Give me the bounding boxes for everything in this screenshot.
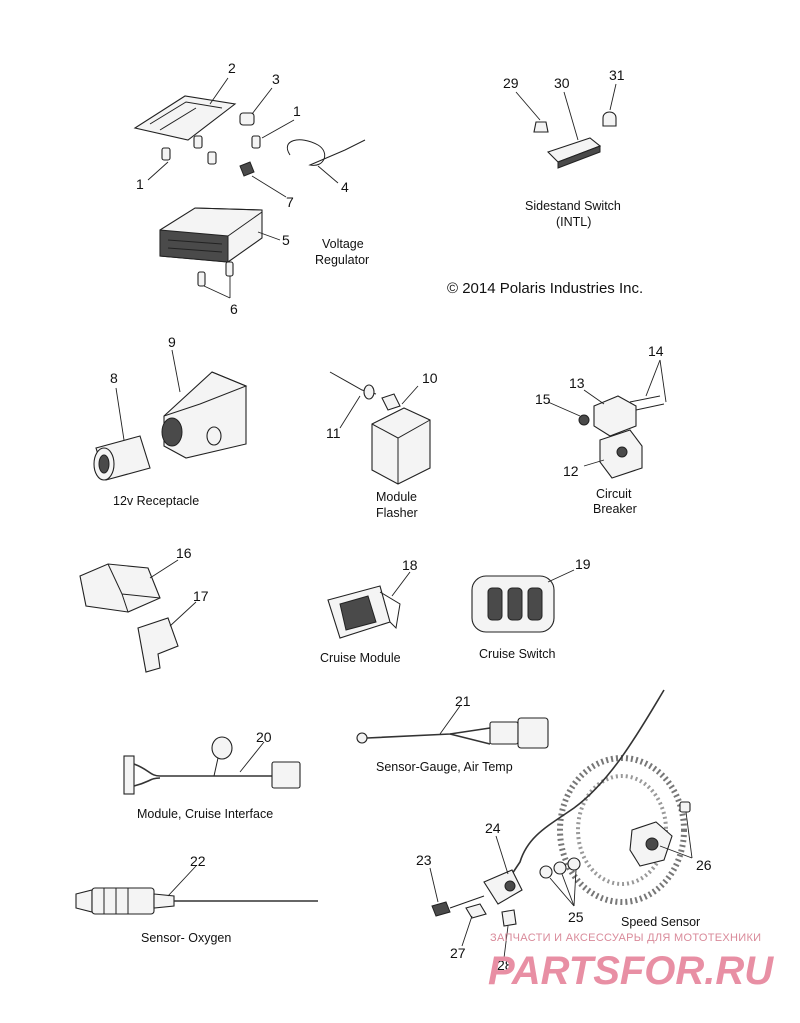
label-module: Module [376,490,417,504]
callout-9: 9 [168,334,176,350]
callout-20: 20 [256,729,272,745]
callout-8: 8 [110,370,118,386]
fuse-group: 16 17 [79,545,209,673]
part-17-fuse [137,617,179,673]
callout-24: 24 [485,820,501,836]
callout-19: 19 [575,556,591,572]
oxygen-sensor-group: 22 Sensor- Oxygen [75,853,318,945]
label-regulator: Regulator [315,253,369,267]
label-voltage: Voltage [322,237,364,251]
callout-5: 5 [282,232,290,248]
label-air-temp: Sensor-Gauge, Air Temp [376,760,513,774]
label-intl: (INTL) [556,215,591,229]
callout-6: 6 [230,301,238,317]
part-22-sensor-body [91,887,155,915]
callout-18: 18 [402,557,418,573]
cruise-switch-group: 19 Cruise Switch [471,556,591,661]
callout-30: 30 [554,75,570,91]
callout-13: 13 [569,375,585,391]
callout-26: 26 [696,857,712,873]
speed-sensor-group: 24 23 25 26 27 28 Speed Sensor [416,689,712,973]
label-speed-sensor: Speed Sensor [621,915,700,929]
sidestand-switch-group: 29 30 31 Sidestand Switch (INTL) [503,67,625,229]
watermark-tagline: ЗАПЧАСТИ И АКСЕССУАРЫ ДЛЯ МОТОТЕХНИКИ [490,932,761,944]
label-oxygen: Sensor- Oxygen [141,931,231,945]
label-cruise-interface: Module, Cruise Interface [137,807,273,821]
cruise-module-group: 18 Cruise Module [320,557,418,665]
callout-1b: 1 [136,176,144,192]
part-3-nut [239,112,255,126]
watermark: ЗАПЧАСТИ И АКСЕССУАРЫ ДЛЯ МОТОТЕХНИКИ PA… [488,932,774,993]
part-20-connector-right [271,761,301,789]
label-breaker: Breaker [593,502,637,516]
copyright-text: © 2014 Polaris Industries Inc. [447,280,643,297]
callout-3: 3 [272,71,280,87]
callout-29: 29 [503,75,519,91]
label-sidestand: Sidestand Switch [525,199,621,213]
callout-7: 7 [286,194,294,210]
callout-11: 11 [326,425,341,441]
part-21-connector [517,717,549,749]
part-20-module [211,736,233,760]
part-4-cable-tie [287,139,366,166]
callout-15: 15 [535,391,551,407]
callout-28: 28 [497,957,513,973]
part-20-connector-left [123,755,135,795]
flasher-group: 10 11 Module Flasher [326,370,438,520]
part-23-bolt [431,901,451,917]
part-1-screws [161,135,261,165]
part-6-bolt-a [197,271,206,287]
label-circuit: Circuit [596,487,632,501]
part-16-fuse-holder [79,563,161,613]
part-28-clip [501,909,517,927]
circuit-breaker-group: 14 13 15 12 Circuit Breaker [535,343,667,516]
callout-17: 17 [193,588,209,604]
cruise-interface-group: 20 Module, Cruise Interface [123,729,301,821]
part-27-nut [465,903,487,919]
callout-12: 12 [563,463,579,479]
air-temp-sensor-group: 21 Sensor-Gauge, Air Temp [356,693,549,774]
part-5-regulator [159,207,263,263]
callout-25: 25 [568,909,584,925]
label-flasher: Flasher [376,506,418,520]
callout-22: 22 [190,853,206,869]
callout-23: 23 [416,852,432,868]
part-25-washers [539,857,581,879]
part-14-bolts [629,395,665,411]
callout-4: 4 [341,179,349,195]
voltage-regulator-group: 2 3 1 1 4 7 5 6 Voltage Regulator [133,60,369,317]
label-cruise-module: Cruise Module [320,651,401,665]
part-31-cap [602,111,617,127]
part-13-breaker-top [593,395,637,437]
watermark-brand: PARTSFOR.RU [488,949,774,993]
label-12v-receptacle: 12v Receptacle [113,494,199,508]
part-6-bolt-b [225,261,234,277]
callout-16: 16 [176,545,192,561]
part-7-bolt [239,161,255,177]
callout-27: 27 [450,945,466,961]
callout-14: 14 [648,343,664,359]
part-21-sensor-tip [356,732,368,744]
callout-2: 2 [228,60,236,76]
part-29-screw [533,121,549,133]
part-2-bracket [133,95,237,141]
part-24-sensor [483,869,523,905]
part-15-nut [578,414,590,426]
callout-1a: 1 [293,103,301,119]
callout-10: 10 [422,370,438,386]
label-cruise-switch: Cruise Switch [479,647,555,661]
receptacle-group: 8 9 12v Receptacle [93,334,248,508]
part-10-flasher [371,407,431,485]
callout-31: 31 [609,67,625,83]
part-22-sensor-tip [75,889,93,913]
callout-21: 21 [455,693,471,709]
